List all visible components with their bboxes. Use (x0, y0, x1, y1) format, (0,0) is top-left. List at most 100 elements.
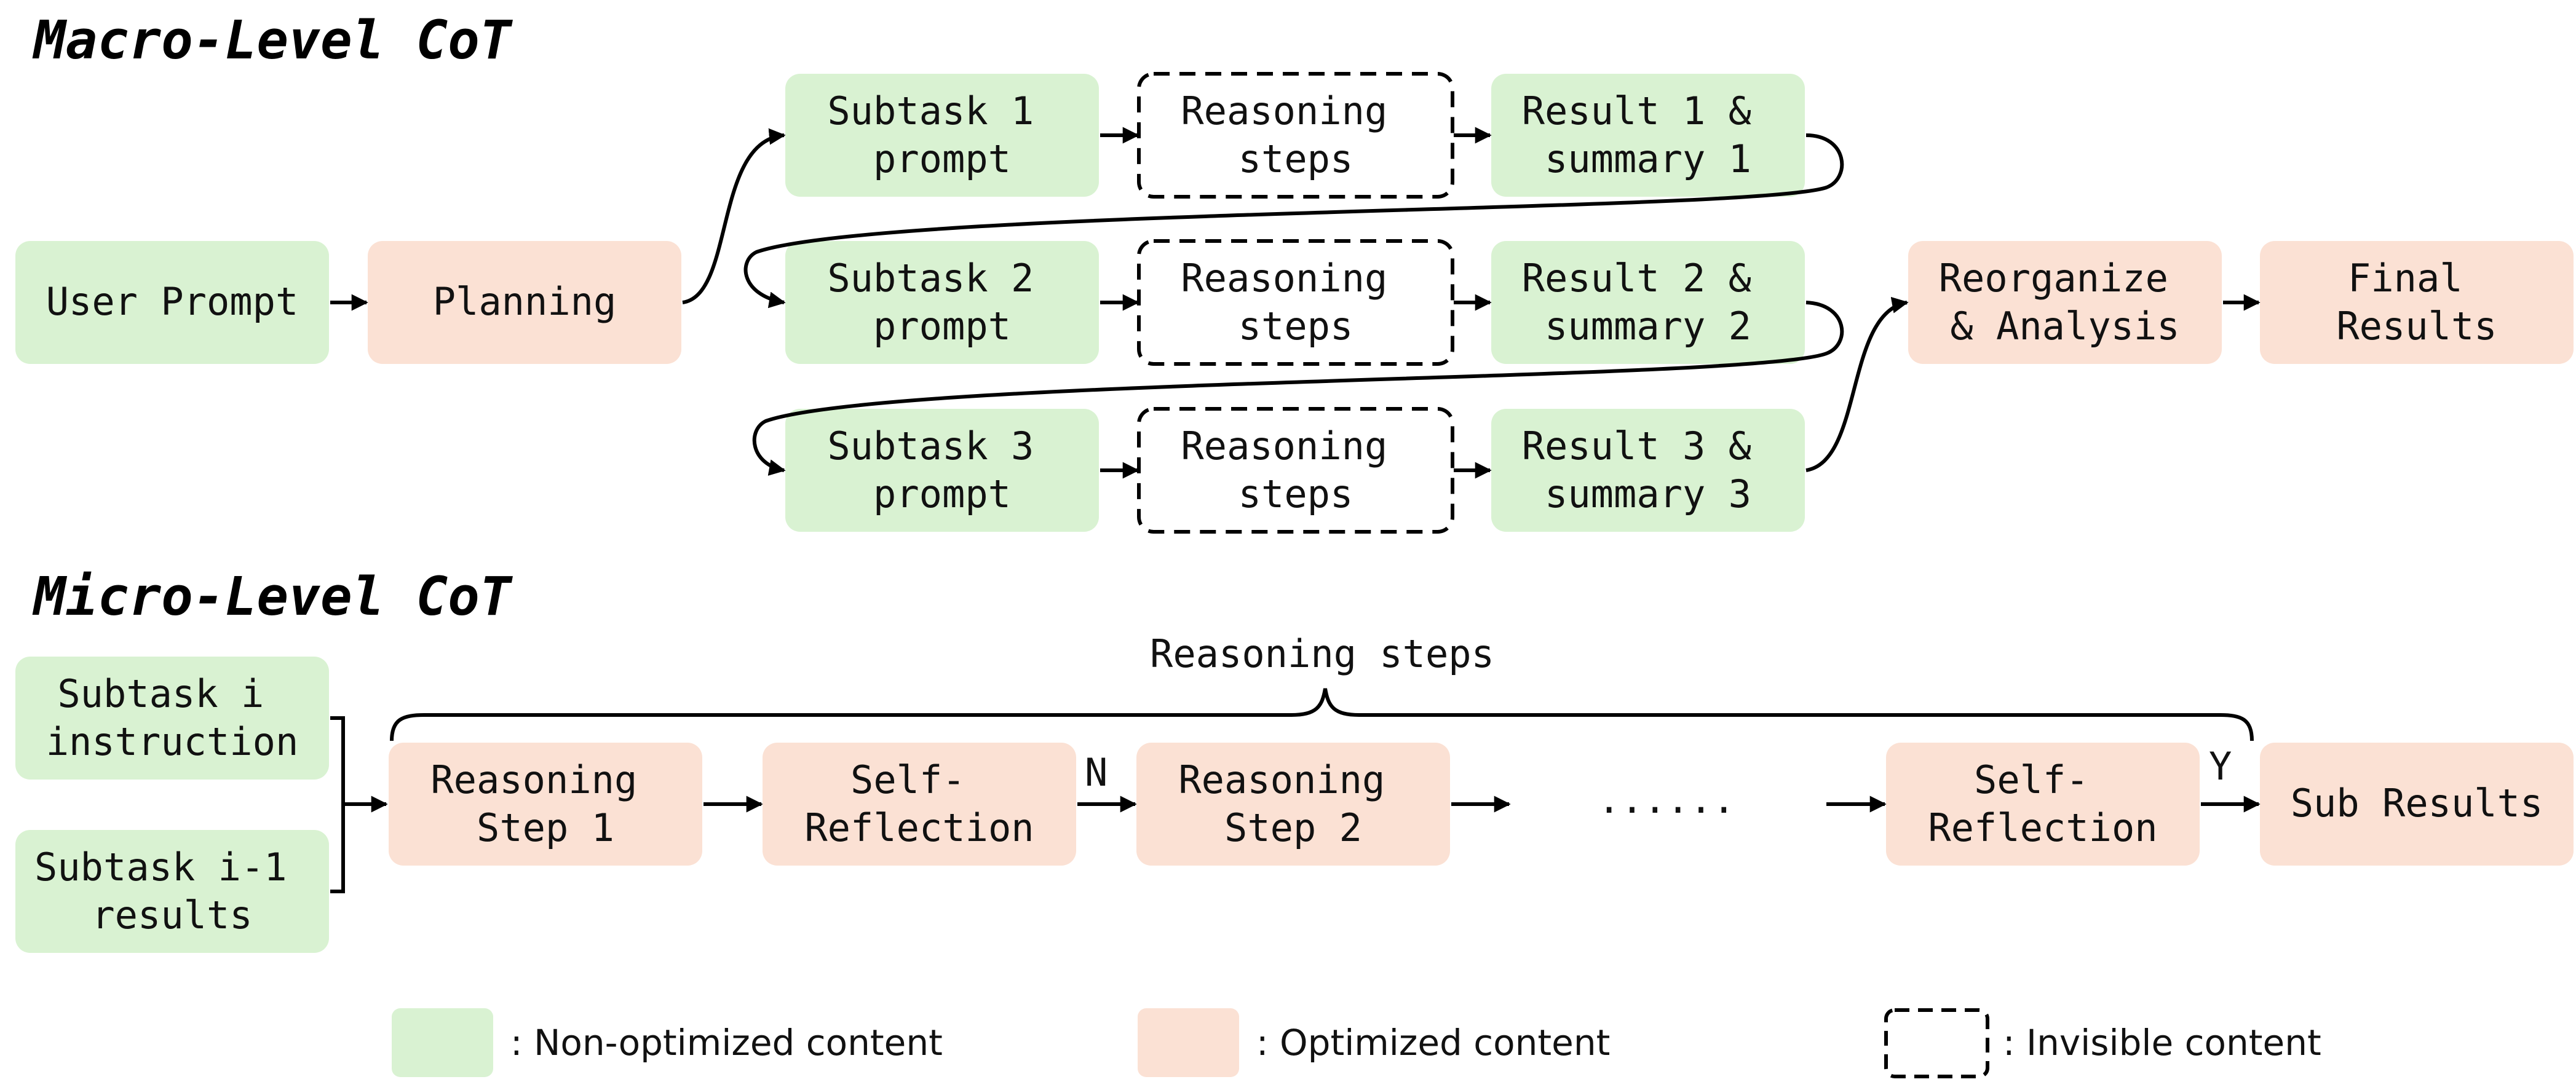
legend-orange-swatch (1138, 1008, 1239, 1077)
planning-label: Planning (433, 279, 617, 324)
result3-box: Result 3 & summary 3 (1491, 409, 1805, 532)
legend-invisible-label: : Invisible content (2003, 1022, 2321, 1064)
sub-results-box: Sub Results (2260, 743, 2574, 866)
self-reflection1-label: Self- Reflection (804, 757, 1034, 850)
subtask3-prompt-box: Subtask 3 prompt (785, 409, 1099, 532)
result2-line-1: Result 2 & (1522, 256, 1751, 301)
result2-line-2: summary 2 (1545, 304, 1751, 349)
arrow-result2-to-subtask3 (752, 301, 1844, 476)
user-prompt-line-1: User Prompt (46, 279, 299, 324)
legend-green-label: : Non-optimized content (510, 1022, 943, 1064)
subtask2-prompt-label: Subtask 2 prompt (827, 256, 1056, 349)
brace-label: Reasoning steps (1150, 631, 1494, 676)
subtask2-prompt-line-1: Subtask 2 (827, 256, 1034, 301)
self-reflection2-line-1: Self- (1974, 757, 2089, 802)
yes-label: Y (2209, 744, 2232, 789)
result3-label: Result 3 & summary 3 (1522, 424, 1775, 516)
reorganize-line-1: Reorganize (1939, 256, 2168, 301)
reasoning-step2-box: Reasoning Step 2 (1136, 743, 1450, 866)
planning-rect (368, 241, 681, 364)
reasoning1-label: Reasoning steps (1181, 89, 1410, 181)
result2-label: Result 2 & summary 2 (1522, 256, 1775, 349)
subtask3-prompt-line-1: Subtask 3 (827, 424, 1034, 468)
reasoning2-line-2: steps (1238, 304, 1353, 349)
self-reflection1-box: Self- Reflection (763, 743, 1076, 866)
subtask-prev-results-rect (15, 830, 329, 953)
self-reflection1-rect (763, 743, 1076, 866)
reasoning-step2-line-2: Step 2 (1224, 805, 1362, 850)
subtask-prev-results-line-1: Subtask i-1 (34, 845, 287, 890)
self-reflection1-line-1: Self- (850, 757, 965, 802)
final-results-rect (2260, 241, 2574, 364)
reasoning-step2-label: Reasoning Step 2 (1178, 757, 1408, 850)
self-reflection2-line-2: Reflection (1928, 805, 2157, 850)
subtask-instruction-line-2: instruction (46, 719, 299, 764)
subtask-prev-results-label: Subtask i-1 results (34, 845, 310, 938)
arrow-planning-to-subtask1 (682, 128, 786, 304)
subtask1-prompt-rect (785, 74, 1099, 197)
reasoning-step1-line-1: Reasoning (430, 757, 637, 802)
result3-line-1: Result 3 & (1522, 424, 1751, 468)
final-results-line-1: Final (2348, 256, 2463, 301)
self-reflection2-rect (1886, 743, 2200, 866)
subtask1-prompt-line-2: prompt (873, 136, 1011, 181)
subtask1-prompt-label: Subtask 1 prompt (827, 89, 1056, 181)
self-reflection1-line-2: Reflection (804, 805, 1034, 850)
sub-results-rect (2260, 743, 2574, 866)
reasoning-step1-label: Reasoning Step 1 (430, 757, 660, 850)
subtask-instruction-rect (15, 657, 329, 780)
reasoning1-line-1: Reasoning (1181, 89, 1387, 133)
self-reflection2-label: Self- Reflection (1928, 757, 2157, 850)
reasoning1-box: Reasoning steps (1137, 72, 1454, 199)
reorganize-box: Reorganize & Analysis (1908, 241, 2222, 364)
sub-results-label: Sub Results (2291, 781, 2543, 826)
subtask1-prompt-box: Subtask 1 prompt (785, 74, 1099, 197)
subtask-prev-results-box: Subtask i-1 results (15, 830, 329, 953)
subtask1-prompt-line-1: Subtask 1 (827, 89, 1034, 133)
no-label: N (1085, 750, 1108, 795)
reasoning-step1-line-2: Step 1 (477, 805, 614, 850)
subtask-instruction-line-1: Subtask i (57, 671, 264, 716)
micro-title: Micro-Level CoT (32, 566, 513, 628)
reasoning2-label: Reasoning steps (1181, 256, 1410, 349)
ellipsis: ...... (1598, 777, 1735, 822)
user-prompt-box: User Prompt (15, 241, 329, 364)
result3-rect (1491, 409, 1805, 532)
reasoning-step2-line-1: Reasoning (1178, 757, 1385, 802)
reasoning-step2-rect (1136, 743, 1450, 866)
reasoning-steps-brace (390, 688, 2254, 741)
subtask3-prompt-line-2: prompt (873, 472, 1011, 516)
user-prompt-label: User Prompt (46, 279, 299, 324)
reorganize-rect (1908, 241, 2222, 364)
reasoning2-line-1: Reasoning (1181, 256, 1387, 301)
subtask2-prompt-rect (785, 241, 1099, 364)
subtask2-prompt-box: Subtask 2 prompt (785, 241, 1099, 364)
reasoning3-label: Reasoning steps (1181, 424, 1410, 516)
reasoning2-box: Reasoning steps (1137, 239, 1454, 366)
result1-box: Result 1 & summary 1 (1491, 74, 1805, 197)
reasoning1-line-2: steps (1238, 136, 1353, 181)
result1-label: Result 1 & summary 1 (1522, 89, 1775, 181)
result1-line-2: summary 1 (1545, 136, 1751, 181)
reorganize-line-2: & Analysis (1950, 304, 2179, 349)
macro-title: Macro-Level CoT (32, 10, 513, 71)
reasoning3-line-2: steps (1238, 472, 1353, 516)
subtask-instruction-box: Subtask i instruction (15, 657, 329, 780)
reasoning3-box: Reasoning steps (1137, 407, 1454, 534)
subtask3-prompt-label: Subtask 3 prompt (827, 424, 1056, 516)
final-results-line-2: Results (2336, 304, 2497, 349)
reasoning-step1-box: Reasoning Step 1 (389, 743, 702, 866)
reorganize-label: Reorganize & Analysis (1939, 256, 2192, 349)
result1-line-1: Result 1 & (1522, 89, 1751, 133)
subtask3-prompt-rect (785, 409, 1099, 532)
reasoning-step1-rect (389, 743, 702, 866)
legend-green-swatch (392, 1008, 493, 1077)
planning-box: Planning (368, 241, 681, 364)
subtask2-prompt-line-2: prompt (873, 304, 1011, 349)
final-results-box: Final Results (2260, 241, 2574, 364)
reasoning3-line-1: Reasoning (1181, 424, 1387, 468)
result2-rect (1491, 241, 1805, 364)
arrow-result1-to-subtask2 (743, 133, 1844, 309)
legend-orange-label: : Optimized content (1256, 1022, 1610, 1064)
